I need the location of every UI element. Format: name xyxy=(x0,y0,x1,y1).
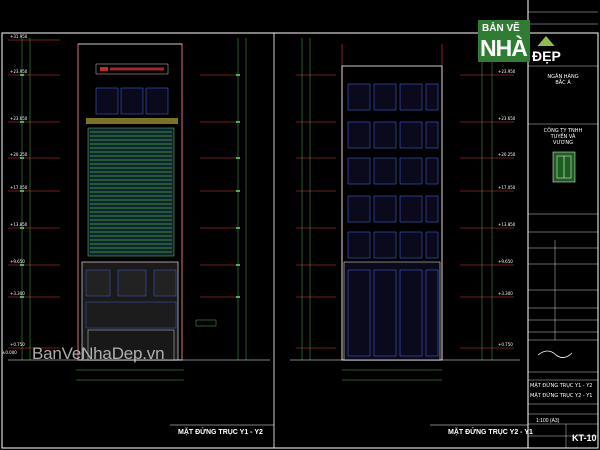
window xyxy=(347,157,371,185)
logo-sub-text: ĐẸP xyxy=(532,48,561,64)
left-building xyxy=(77,43,217,361)
window xyxy=(425,121,439,149)
window xyxy=(399,231,423,259)
right-building xyxy=(341,44,443,361)
level-label: +13.850 xyxy=(10,222,28,227)
left-dim-ticks xyxy=(20,74,240,298)
level-label: +0.750 xyxy=(498,342,513,347)
left-elevation-title: MẶT ĐỨNG TRỤC Y1 - Y2 xyxy=(178,429,263,436)
window xyxy=(347,195,371,223)
sheet-border xyxy=(1,32,599,449)
level-label: +20.250 xyxy=(498,152,516,157)
level-label: +23.650 xyxy=(498,116,516,121)
level-label: +0.750 xyxy=(10,342,25,347)
window xyxy=(399,157,423,185)
right-elevation-title: MẶT ĐỨNG TRỤC Y2 - Y1 xyxy=(448,429,533,436)
company-name: CÔNG TY TNHH TUYỂN VÀ VƯƠNG xyxy=(543,128,583,146)
level-label: +9.650 xyxy=(498,259,513,264)
level-label: +3.300 xyxy=(498,291,513,296)
left-dim-lines xyxy=(21,38,247,381)
window xyxy=(425,195,439,223)
window xyxy=(373,195,397,223)
window xyxy=(347,121,371,149)
window xyxy=(399,83,423,111)
brand-logo: BẢN VẼ NHÀ ĐẸP xyxy=(478,20,562,64)
level-label: +13.850 xyxy=(498,222,516,227)
window xyxy=(425,157,439,185)
window xyxy=(399,121,423,149)
right-dim-lines xyxy=(301,38,493,381)
project-name: NGÂN HÀNG BẮC Á xyxy=(547,74,579,86)
left-level-lines xyxy=(8,39,240,349)
window xyxy=(425,231,439,259)
level-label: +31.950 xyxy=(10,34,28,39)
sheet-name-1: MẶT ĐỨNG TRỤC Y1 - Y2 xyxy=(530,383,593,389)
level-label: +23.650 xyxy=(10,116,28,121)
level-label: +3.300 xyxy=(10,291,25,296)
level-label: +17.050 xyxy=(498,185,516,190)
sheet-name-2: MẶT ĐỨNG TRỤC Y2 - Y1 xyxy=(530,393,593,399)
level-label: ±0.000 xyxy=(2,350,17,355)
logo-main-text: NHÀ xyxy=(480,35,528,61)
window xyxy=(373,157,397,185)
window xyxy=(347,231,371,259)
window xyxy=(399,195,423,223)
level-label: +23.950 xyxy=(10,69,28,74)
window xyxy=(373,231,397,259)
sheet-number: KT-10 xyxy=(572,433,597,443)
signature xyxy=(537,350,573,358)
drawing-scale: 1:100 (A3) xyxy=(536,418,560,424)
window xyxy=(373,83,397,111)
level-label: +23.950 xyxy=(498,69,516,74)
window xyxy=(373,121,397,149)
right-level-lines xyxy=(296,74,514,349)
title-block-lines xyxy=(528,11,598,448)
window xyxy=(347,83,371,111)
level-label: +17.050 xyxy=(10,185,28,190)
watermark: BanVeNhaDep.vn xyxy=(32,344,165,363)
level-label: +20.250 xyxy=(10,152,28,157)
level-label: +9.650 xyxy=(10,259,25,264)
window xyxy=(425,83,439,111)
logo-top-text: BẢN VẼ xyxy=(482,23,520,34)
